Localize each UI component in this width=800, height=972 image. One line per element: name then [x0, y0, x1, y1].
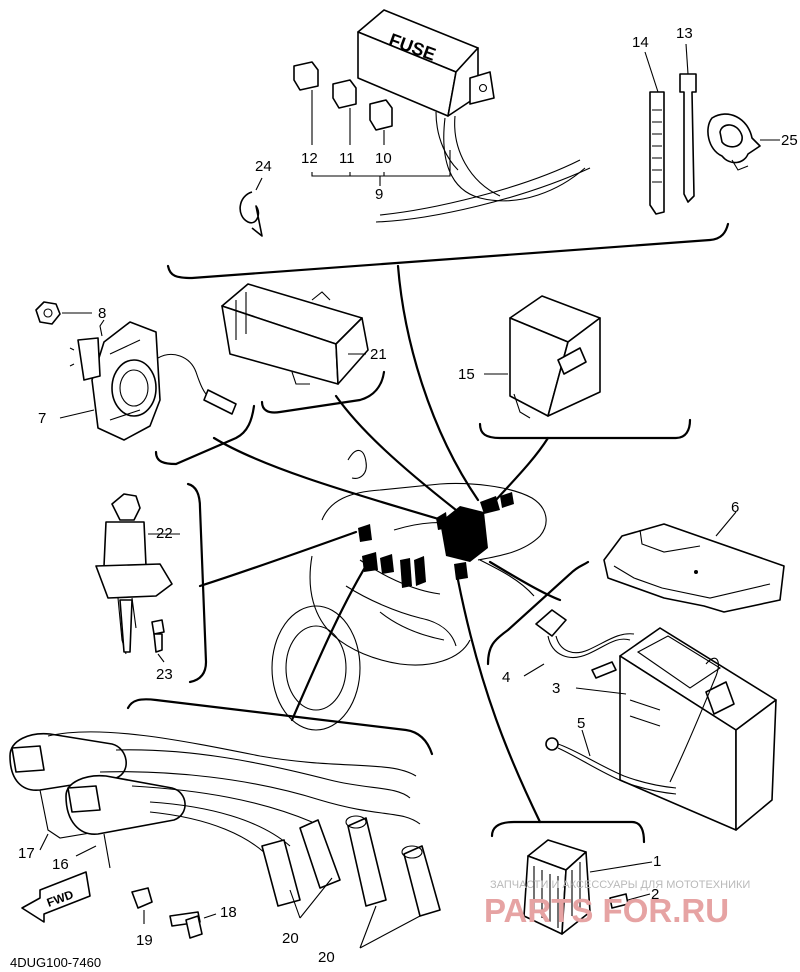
callout-11: 11 — [339, 150, 355, 167]
igniter-unit-21 — [221, 283, 369, 385]
fuse-12 — [293, 61, 319, 91]
callout-17: 17 — [18, 845, 35, 862]
callout-13: 13 — [676, 25, 693, 42]
harness-hub — [358, 492, 514, 588]
callout-23: 23 — [156, 666, 173, 683]
relay-15 — [484, 295, 601, 419]
battery-3 — [575, 627, 777, 831]
callout-16: 16 — [52, 856, 69, 873]
leader-coils-to-hub — [290, 554, 374, 722]
leader-horn-to-hub — [212, 436, 444, 522]
callout-1: 1 — [653, 853, 661, 870]
bolt-18 — [169, 911, 217, 939]
drawing-code: 4DUG100-7460 — [10, 955, 101, 970]
cable-tie-13 — [679, 43, 697, 203]
callout-6: 6 — [731, 499, 739, 516]
leader-relay-to-hub — [494, 436, 550, 502]
leader-battery-to-hub — [488, 560, 562, 602]
callout-18: 18 — [220, 904, 237, 921]
horn-group-bracket — [154, 404, 256, 466]
battery-group-bracket — [486, 560, 590, 666]
clamp-25 — [707, 113, 780, 171]
battery-cover-6 — [603, 511, 785, 613]
callout-20-lower: 20 — [318, 949, 335, 966]
cable-tie-14 — [644, 51, 665, 215]
rectifier-regulator-1 — [523, 839, 653, 935]
igniter-group-bracket — [260, 370, 386, 414]
fuse-box: FUSE — [357, 9, 591, 223]
watermark-logo: PARTS FOR.RU — [484, 892, 729, 929]
fuse-10 — [369, 99, 393, 131]
callout-21: 21 — [370, 346, 387, 363]
callout-7: 7 — [38, 410, 46, 427]
ignition-coil-16 — [65, 774, 186, 869]
rectifier-group-bracket — [490, 820, 646, 844]
callout-10: 10 — [375, 150, 392, 167]
positive-lead-5 — [545, 729, 677, 795]
leader-switch-to-hub — [198, 530, 358, 588]
spark-plug-caps-20 — [261, 815, 441, 949]
callout-4: 4 — [502, 669, 510, 686]
callout-5: 5 — [577, 715, 585, 732]
motorcycle-silhouette — [271, 449, 547, 731]
callout-20-upper: 20 — [282, 930, 299, 947]
coil-group-bracket — [126, 698, 434, 756]
screw-23 — [151, 619, 165, 663]
callout-24: 24 — [255, 158, 272, 175]
callout-19: 19 — [136, 932, 153, 949]
callout-12: 12 — [301, 150, 318, 167]
watermark-tagline: ЗАПЧАСТИ И АКСЕССУАРЫ ДЛЯ МОТОТЕХНИКИ — [490, 879, 750, 891]
callout-15: 15 — [458, 366, 475, 383]
relay-group-bracket — [478, 418, 692, 440]
switch-group-bracket — [186, 482, 208, 684]
main-switch-22 — [95, 493, 180, 655]
wire-clip-24 — [239, 177, 263, 237]
callout-22: 22 — [156, 525, 173, 542]
callout-25: 25 — [781, 132, 798, 149]
leader-igniter-to-hub — [334, 394, 458, 512]
top-group-bracket — [166, 222, 730, 280]
leader-top-to-hub — [396, 264, 480, 502]
callout-9: 9 — [375, 186, 383, 203]
collar-19 — [131, 887, 153, 924]
leader-rectifier-to-hub — [456, 578, 542, 824]
nut-8 — [35, 301, 92, 325]
callout-2: 2 — [651, 886, 659, 903]
bolt-2 — [609, 893, 651, 909]
fwd-arrow-icon: FWD — [21, 871, 91, 923]
callout-14: 14 — [632, 34, 649, 51]
negative-lead-4 — [523, 609, 635, 679]
fuse-11 — [332, 79, 357, 109]
callout-3: 3 — [552, 680, 560, 697]
horn-7 — [59, 319, 237, 441]
callout-8: 8 — [98, 305, 106, 322]
